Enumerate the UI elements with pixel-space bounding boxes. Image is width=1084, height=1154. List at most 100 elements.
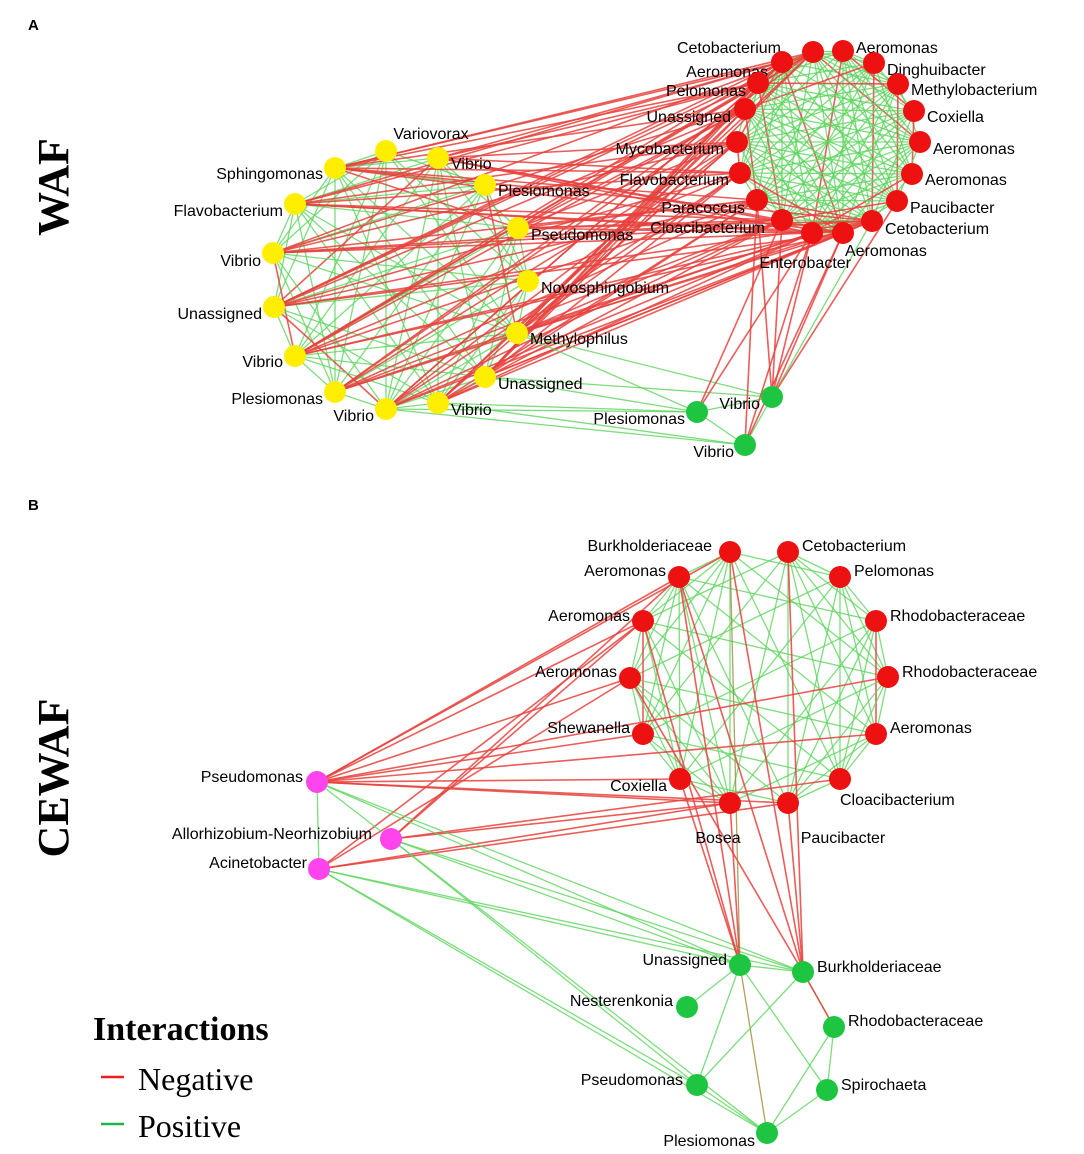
legend-negative-label: Negative — [138, 1061, 254, 1097]
node-label: Aeromonas — [535, 664, 617, 681]
node-red[interactable] — [619, 667, 641, 689]
positive-edge — [842, 50, 873, 222]
negative-edge — [318, 677, 631, 870]
node-green[interactable] — [686, 1074, 708, 1096]
negative-edge — [334, 108, 746, 169]
negative-edge — [516, 172, 741, 334]
node-yellow[interactable] — [427, 147, 449, 169]
node-yellow[interactable] — [284, 345, 306, 367]
negative-edge — [316, 576, 680, 783]
node-yellow[interactable] — [375, 398, 397, 420]
node-red[interactable] — [865, 723, 887, 745]
node-yellow[interactable] — [324, 381, 346, 403]
positive-edge — [787, 551, 889, 678]
negative-edge — [842, 50, 915, 112]
node-red[interactable] — [771, 209, 793, 231]
node-label: Vibrio — [220, 253, 261, 270]
node-green[interactable] — [823, 1016, 845, 1038]
node-label: Plesiomonas — [593, 411, 685, 428]
negative-edge — [316, 733, 877, 783]
negative-edge — [273, 108, 746, 308]
positive-edge — [390, 838, 804, 973]
node-red[interactable] — [887, 73, 909, 95]
node-green[interactable] — [676, 996, 698, 1018]
node-magenta[interactable] — [306, 771, 328, 793]
node-red[interactable] — [903, 100, 925, 122]
positive-edge — [787, 676, 889, 804]
node-magenta[interactable] — [380, 828, 402, 850]
positive-edge — [736, 141, 844, 234]
node-yellow[interactable] — [263, 296, 285, 318]
node-red[interactable] — [719, 541, 741, 563]
node-red[interactable] — [632, 723, 654, 745]
negative-edge — [316, 677, 631, 783]
node-green[interactable] — [734, 434, 756, 456]
node-yellow[interactable] — [284, 193, 306, 215]
negative-edge — [385, 61, 783, 410]
node-red[interactable] — [832, 222, 854, 244]
node-green[interactable] — [686, 401, 708, 423]
positive-edge — [729, 733, 877, 804]
node-yellow[interactable] — [506, 322, 528, 344]
node-yellow[interactable] — [262, 242, 284, 264]
node-yellow[interactable] — [324, 157, 346, 179]
node-red[interactable] — [726, 131, 748, 153]
panel-a-letter: A — [28, 17, 39, 34]
node-label: Cetobacterium — [885, 221, 989, 238]
node-red[interactable] — [877, 666, 899, 688]
node-yellow[interactable] — [375, 140, 397, 162]
node-green[interactable] — [792, 961, 814, 983]
negative-edge — [484, 108, 746, 378]
node-red[interactable] — [777, 541, 799, 563]
node-red[interactable] — [668, 566, 690, 588]
positive-edge — [385, 332, 518, 410]
node-label: Methylobacterium — [911, 82, 1037, 99]
positive-edge — [757, 82, 915, 112]
negative-edge — [781, 200, 898, 221]
positive-edge — [839, 676, 889, 780]
node-yellow[interactable] — [517, 270, 539, 292]
node-red[interactable] — [719, 792, 741, 814]
node-red[interactable] — [861, 210, 883, 232]
node-label: Variovorax — [393, 126, 468, 143]
node-red[interactable] — [901, 163, 923, 185]
node-red[interactable] — [746, 189, 768, 211]
node-red[interactable] — [865, 610, 887, 632]
node-red[interactable] — [829, 768, 851, 790]
negative-edge — [273, 232, 844, 308]
negative-edge — [771, 219, 783, 398]
negative-edge — [484, 61, 783, 378]
node-red[interactable] — [909, 131, 931, 153]
node-red[interactable] — [729, 162, 751, 184]
node-red[interactable] — [801, 222, 823, 244]
node-green[interactable] — [729, 954, 751, 976]
negative-edge — [390, 620, 644, 840]
node-red[interactable] — [747, 72, 769, 94]
node-red[interactable] — [669, 768, 691, 790]
node-yellow[interactable] — [474, 366, 496, 388]
positive-edge — [642, 620, 889, 678]
node-green[interactable] — [816, 1079, 838, 1101]
positive-edge — [385, 408, 746, 446]
node-red[interactable] — [632, 610, 654, 632]
node-red[interactable] — [734, 98, 756, 120]
node-red[interactable] — [771, 51, 793, 73]
node-red[interactable] — [863, 52, 885, 74]
node-red[interactable] — [802, 41, 824, 63]
node-red[interactable] — [777, 792, 799, 814]
negative-edge — [294, 82, 759, 205]
negative-edge — [678, 576, 741, 966]
node-red[interactable] — [829, 566, 851, 588]
node-magenta[interactable] — [308, 858, 330, 880]
node-red[interactable] — [886, 190, 908, 212]
positive-edge — [678, 576, 681, 780]
node-green[interactable] — [761, 386, 783, 408]
positive-edge — [516, 332, 773, 398]
node-yellow[interactable] — [427, 392, 449, 414]
node-red[interactable] — [832, 40, 854, 62]
node-yellow[interactable] — [507, 217, 529, 239]
node-yellow[interactable] — [474, 174, 496, 196]
positive-edge — [334, 167, 486, 378]
node-green[interactable] — [756, 1122, 778, 1144]
negative-edge — [334, 219, 783, 393]
